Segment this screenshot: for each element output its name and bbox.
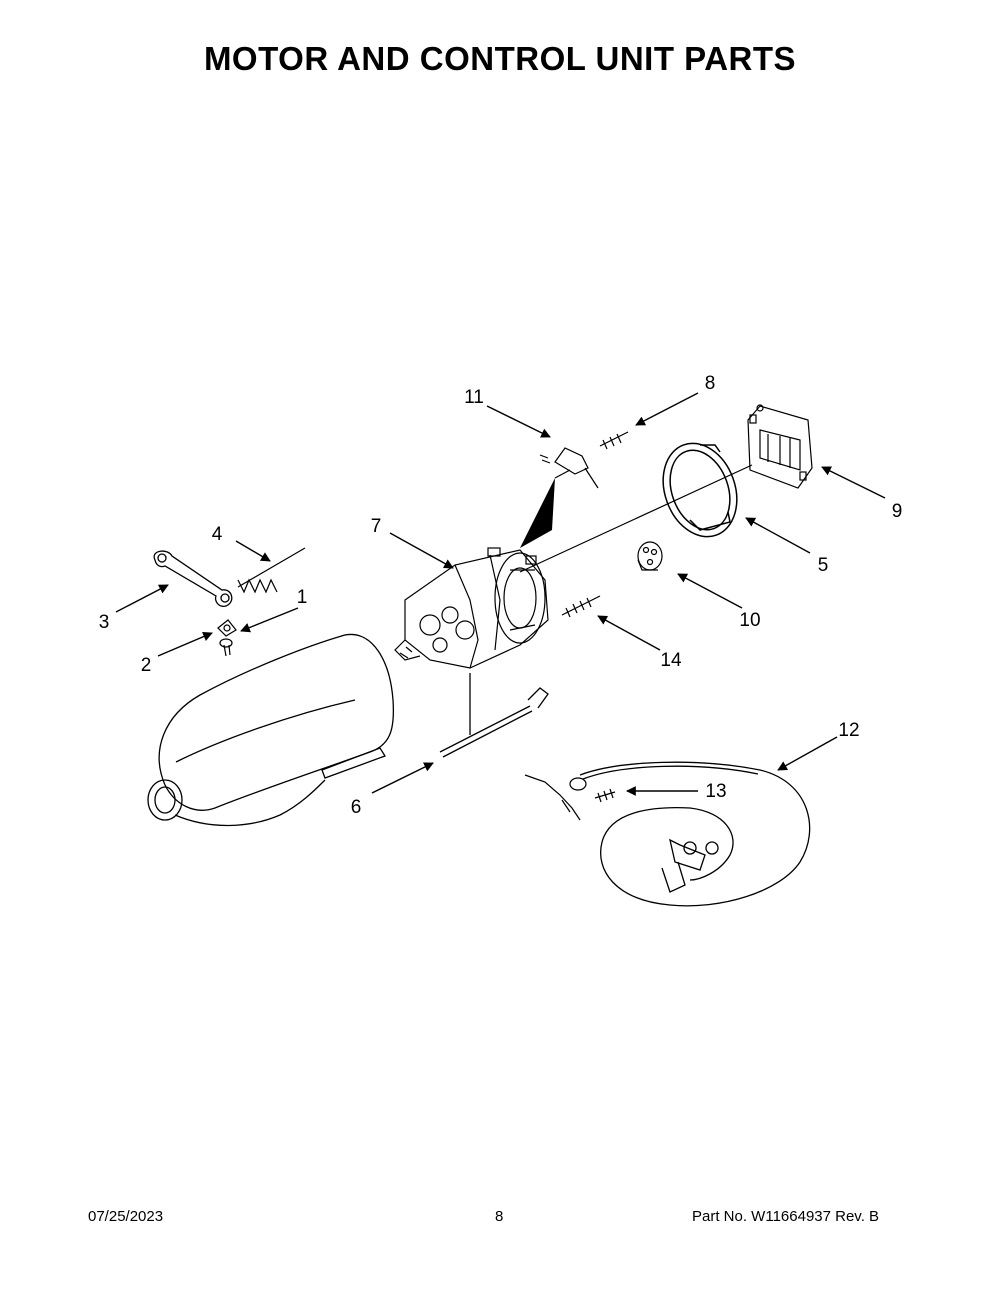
footer-date: 07/25/2023	[88, 1208, 164, 1225]
callout-6: 6	[351, 797, 362, 818]
callout-3: 3	[99, 612, 110, 633]
callout-12: 12	[838, 720, 859, 741]
callout-7: 7	[371, 516, 382, 537]
long-screw	[561, 595, 601, 618]
callout-2: 2	[141, 655, 152, 676]
footer-page-number: 8	[495, 1208, 504, 1225]
link-bar	[153, 550, 233, 607]
callout-8: 8	[705, 373, 716, 394]
callout-11: 11	[464, 387, 484, 408]
callout-13: 13	[705, 781, 726, 802]
control-board	[519, 404, 813, 573]
callout-10: 10	[739, 610, 760, 631]
page-title: MOTOR AND CONTROL UNIT PARTS	[203, 40, 797, 77]
washer	[217, 619, 237, 637]
control-ring	[662, 442, 738, 538]
footer-part-number: Part No. W11664937 Rev. B	[692, 1208, 880, 1225]
small-screw	[599, 431, 629, 450]
motor-housing-cover	[147, 633, 395, 827]
callout-arrows	[115, 392, 886, 796]
callout-14: 14	[660, 650, 682, 671]
connector-knob	[637, 541, 663, 571]
callout-5: 5	[818, 555, 829, 576]
strain-relief	[524, 774, 616, 821]
motor-gear-assembly	[394, 547, 549, 669]
power-cord	[579, 761, 811, 907]
callout-4: 4	[212, 524, 223, 545]
callout-1: 1	[297, 587, 308, 608]
spring-rod	[237, 547, 306, 594]
callout-9: 9	[892, 501, 903, 522]
sensor-bracket	[520, 447, 599, 548]
long-rod	[439, 673, 549, 758]
screw	[219, 638, 233, 657]
